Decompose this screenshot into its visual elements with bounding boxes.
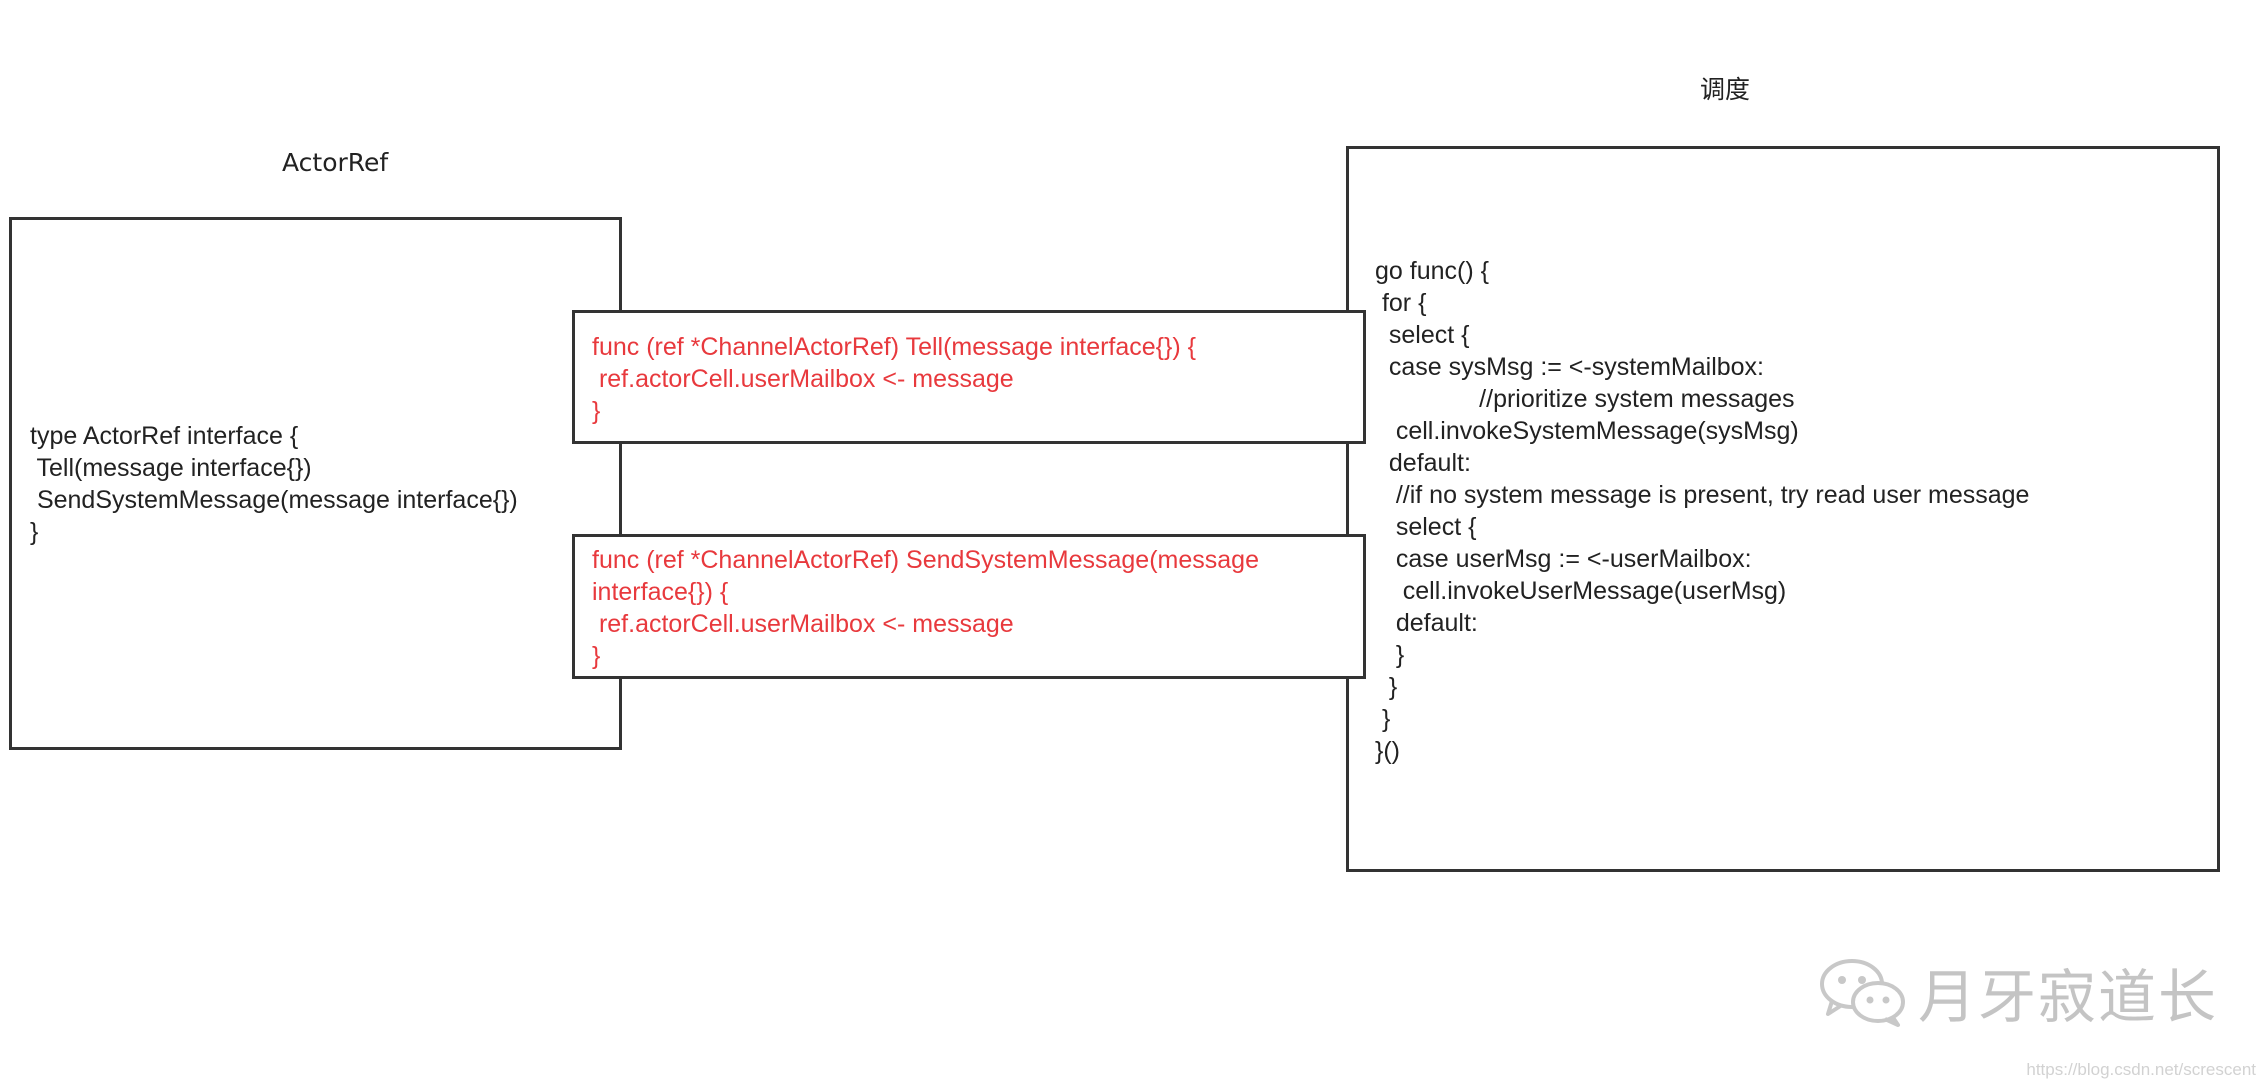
code-line: //if no system message is present, try r… <box>1375 481 2030 509</box>
code-line: default: <box>1375 609 1478 637</box>
actorref-title: ActorRef <box>282 148 389 177</box>
scheduler-code: go func() { for { select { case sysMsg :… <box>1375 255 2029 767</box>
code-line: } <box>592 642 601 670</box>
code-line: go func() { <box>1375 257 1489 285</box>
code-line: case sysMsg := <-systemMailbox: <box>1375 353 1765 381</box>
watermark-text: 月牙寂道长 <box>1918 963 2219 1031</box>
code-line: func (ref *ChannelActorRef) SendSystemMe… <box>592 546 1259 574</box>
send-system-message-box <box>572 534 1366 679</box>
scheduler-box <box>1346 146 2220 872</box>
code-line: } <box>30 518 39 546</box>
code-line: select { <box>1375 321 1470 349</box>
send-system-message-code: func (ref *ChannelActorRef) SendSystemMe… <box>592 544 1259 672</box>
code-line: } <box>1375 705 1391 733</box>
code-line: } <box>1375 641 1405 669</box>
wechat-icon <box>1820 959 1905 1027</box>
code-line: cell.invokeUserMessage(userMsg) <box>1375 577 1787 605</box>
code-line: ref.actorCell.userMailbox <- message <box>592 610 1014 638</box>
code-line: select { <box>1375 513 1477 541</box>
actorref-interface-box <box>9 217 622 750</box>
source-url: https://blog.csdn.net/screscent <box>2026 1060 2256 1079</box>
code-line: default: <box>1375 449 1471 477</box>
code-line: //prioritize system messages <box>1375 385 1795 413</box>
tell-implementation-code: func (ref *ChannelActorRef) Tell(message… <box>592 331 1196 427</box>
code-line: interface{}) { <box>592 578 729 606</box>
scheduler-title: 调度 <box>1700 75 1751 104</box>
tell-implementation-box <box>572 310 1366 444</box>
code-line: ref.actorCell.userMailbox <- message <box>592 365 1014 393</box>
code-line: for { <box>1375 289 1427 317</box>
code-line: Tell(message interface{}) <box>30 454 312 482</box>
code-line: }() <box>1375 737 1400 765</box>
watermark: 月牙寂道长 <box>1818 950 2218 1034</box>
actorref-interface-code: type ActorRef interface { Tell(message i… <box>30 420 518 548</box>
code-line: case userMsg := <-userMailbox: <box>1375 545 1752 573</box>
code-line: } <box>592 397 601 425</box>
code-line: type ActorRef interface { <box>30 422 299 450</box>
code-line: func (ref *ChannelActorRef) Tell(message… <box>592 333 1197 361</box>
code-line: SendSystemMessage(message interface{}) <box>30 486 518 514</box>
code-line: cell.invokeSystemMessage(sysMsg) <box>1375 417 1799 445</box>
code-line: } <box>1375 673 1398 701</box>
